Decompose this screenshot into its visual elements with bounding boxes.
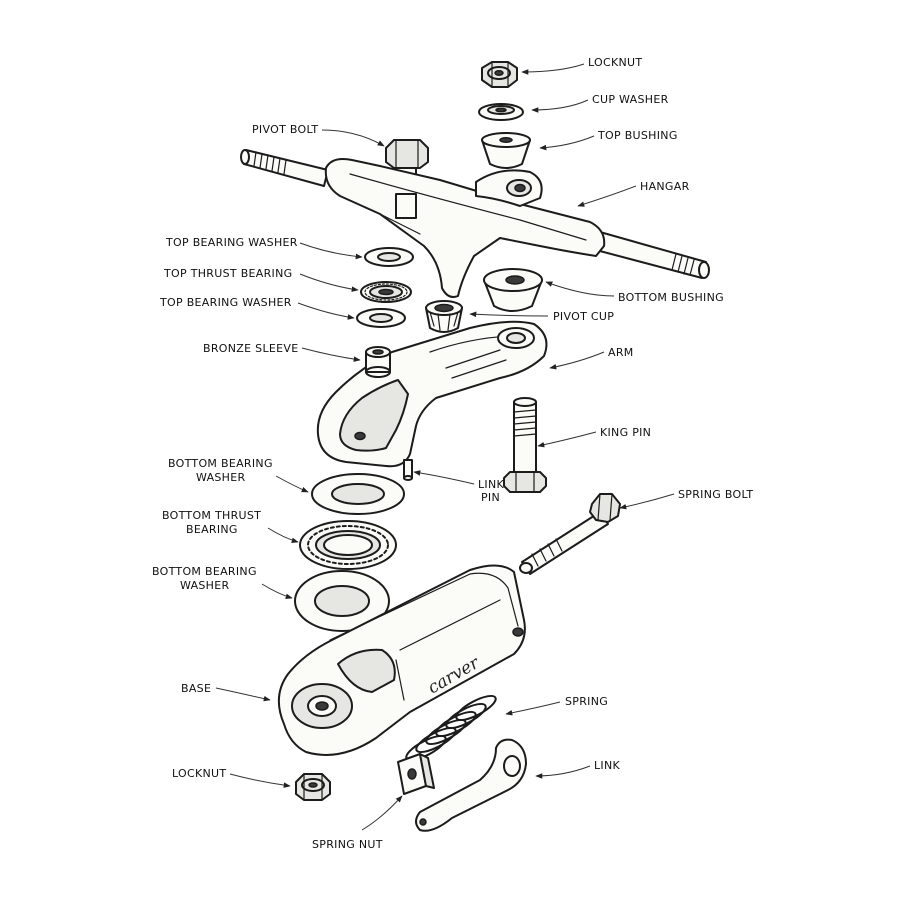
- part-labels: LOCKNUT CUP WASHER TOP BUSHING PIVOT BOL…: [152, 56, 753, 851]
- top-bearing-washer-1-part: [364, 247, 414, 267]
- label-base: BASE: [181, 682, 211, 695]
- spring-bolt-part: [519, 493, 621, 575]
- label-king-pin: KING PIN: [600, 426, 651, 439]
- label-spring: SPRING: [565, 695, 608, 708]
- label-pivot-bolt: PIVOT BOLT: [252, 123, 318, 136]
- label-hangar: HANGAR: [640, 180, 690, 193]
- bottom-bearing-washer-2-part: [294, 570, 390, 632]
- top-bearing-washer-2-part: [356, 308, 406, 328]
- top-bushing-part: [481, 132, 531, 169]
- label-bottom-bushing: BOTTOM BUSHING: [618, 291, 724, 304]
- label-bronze-sleeve: BRONZE SLEEVE: [203, 342, 298, 355]
- label-bottom-thrust-bearing-line1: BOTTOM THRUST: [162, 509, 261, 522]
- label-bottom-bearing-washer-2-line2: WASHER: [180, 579, 230, 592]
- label-locknut-bottom: LOCKNUT: [172, 767, 226, 780]
- hangar-part: [240, 149, 710, 298]
- label-bottom-bearing-washer-1-line2: WASHER: [196, 471, 246, 484]
- label-arm: ARM: [608, 346, 634, 359]
- king-pin-part: [503, 397, 547, 493]
- label-spring-bolt: SPRING BOLT: [678, 488, 753, 501]
- label-bottom-bearing-washer-1-line1: BOTTOM BEARING: [168, 457, 273, 470]
- label-link: LINK: [594, 759, 621, 772]
- bottom-bushing-part: [483, 268, 543, 312]
- top-thrust-bearing-part: [360, 281, 412, 303]
- label-cup-washer: CUP WASHER: [592, 93, 669, 106]
- label-top-thrust-bearing: TOP THRUST BEARING: [163, 267, 292, 280]
- arm-part: [316, 320, 548, 481]
- pivot-cup-part: [425, 300, 463, 333]
- label-link-pin-line1: LINK: [478, 478, 505, 491]
- link-part: [415, 738, 527, 832]
- locknut-top-part: [481, 61, 518, 88]
- cup-washer-part: [478, 103, 524, 121]
- label-top-bushing: TOP BUSHING: [597, 129, 678, 142]
- label-pivot-cup: PIVOT CUP: [553, 310, 614, 323]
- leader-lines: [215, 63, 675, 831]
- spring-part: [405, 694, 497, 762]
- spring-nut-part: [397, 753, 435, 795]
- locknut-bottom-part: [295, 773, 331, 801]
- label-bottom-thrust-bearing-line2: BEARING: [186, 523, 238, 536]
- label-spring-nut: SPRING NUT: [312, 838, 383, 851]
- bottom-thrust-bearing-part: [299, 520, 397, 570]
- label-link-pin-line2: PIN: [481, 491, 500, 504]
- label-top-bearing-washer-1: TOP BEARING WASHER: [165, 236, 298, 249]
- label-top-bearing-washer-2: TOP BEARING WASHER: [159, 296, 292, 309]
- bottom-bearing-washer-1-part: [311, 473, 405, 515]
- label-bottom-bearing-washer-2-line1: BOTTOM BEARING: [152, 565, 257, 578]
- label-locknut-top: LOCKNUT: [588, 56, 642, 69]
